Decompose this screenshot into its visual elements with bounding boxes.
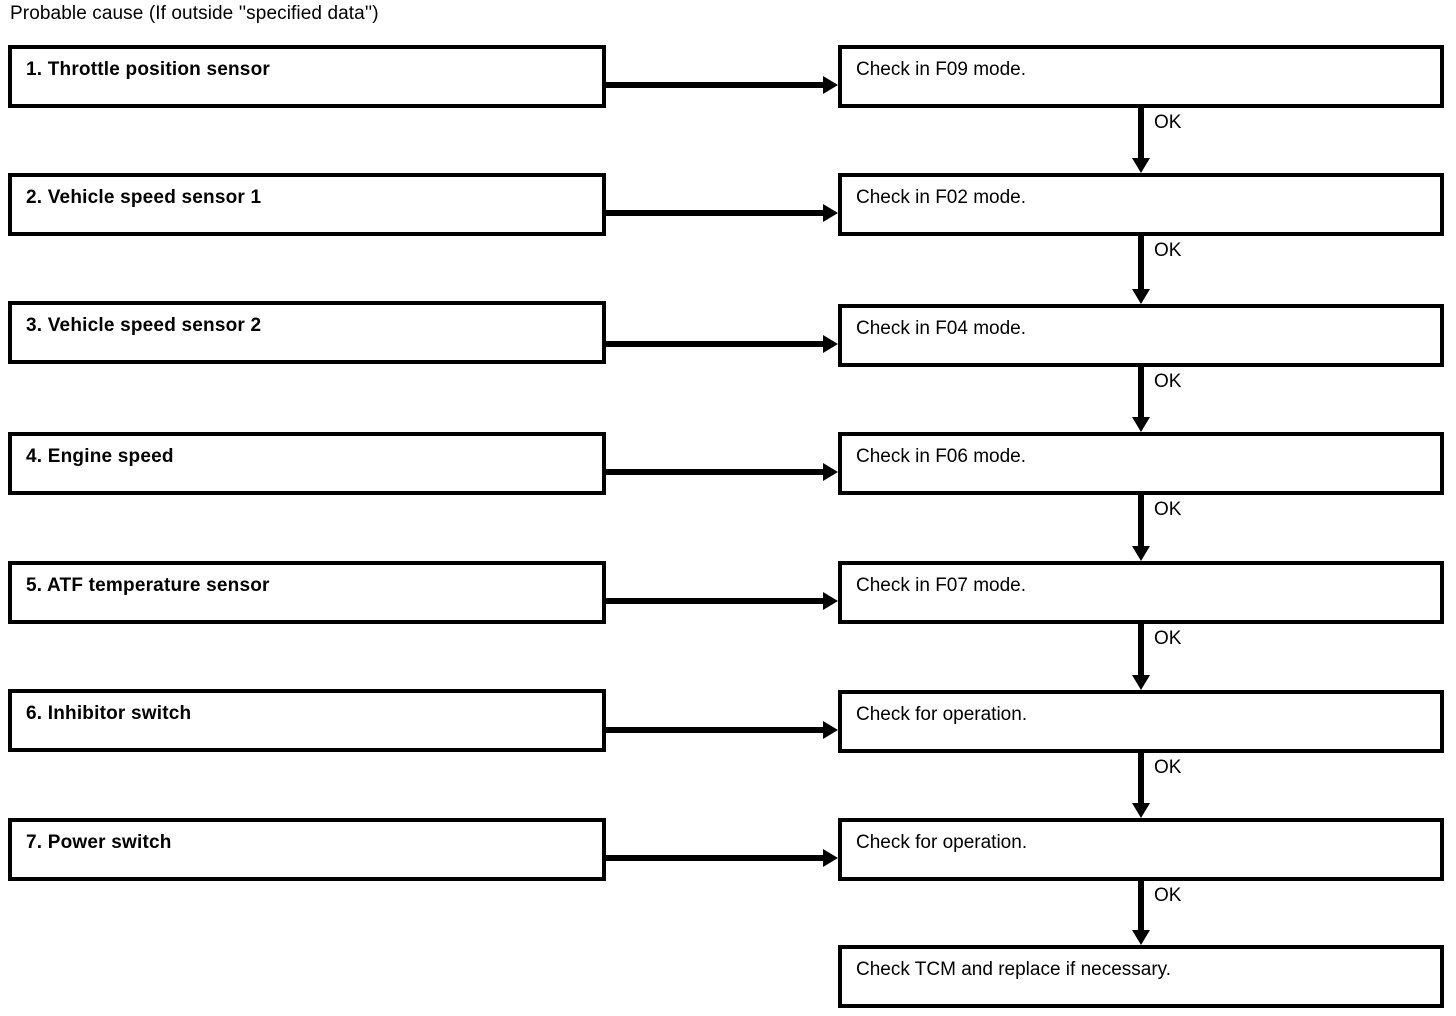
cause-box-4[interactable]: 4. Engine speed [8,432,606,495]
check-box-4[interactable]: Check in F06 mode. [838,432,1444,495]
connector-line [606,598,823,604]
cause-box-6[interactable]: 6. Inhibitor switch [8,689,606,752]
cause-label-4: 4. Engine speed [26,445,174,467]
edge-label-ok: OK [1154,757,1182,778]
cause-box-5[interactable]: 5. ATF temperature sensor [8,561,606,624]
check-label-2: Check in F02 mode. [856,186,1027,208]
arrowhead-right-icon [823,849,838,867]
cause-label-1: 1. Throttle position sensor [26,58,270,80]
check-box-6[interactable]: Check for operation. [838,690,1444,753]
connector-line [606,210,823,216]
check-box-7[interactable]: Check for operation. [838,818,1444,881]
check-box-1[interactable]: Check in F09 mode. [838,45,1444,108]
arrowhead-right-icon [823,204,838,222]
arrowhead-down-icon [1132,289,1150,304]
connector-line [1138,753,1144,803]
arrowhead-right-icon [823,592,838,610]
arrowhead-down-icon [1132,546,1150,561]
cause-label-2: 2. Vehicle speed sensor 1 [26,186,262,208]
arrowhead-down-icon [1132,675,1150,690]
arrowhead-right-icon [823,76,838,94]
arrowhead-right-icon [823,463,838,481]
edge-label-ok: OK [1154,885,1182,906]
connector-line [1138,881,1144,930]
connector-line [606,469,823,475]
check-label-8: Check TCM and replace if necessary. [856,958,1172,980]
arrowhead-right-icon [823,721,838,739]
edge-label-ok: OK [1154,112,1182,133]
connector-line [606,82,823,88]
check-label-5: Check in F07 mode. [856,574,1027,596]
cause-label-5: 5. ATF temperature sensor [26,574,270,596]
edge-label-ok: OK [1154,499,1182,520]
check-label-4: Check in F06 mode. [856,445,1027,467]
arrowhead-right-icon [823,335,838,353]
edge-label-ok: OK [1154,628,1182,649]
cause-label-6: 6. Inhibitor switch [26,702,192,724]
check-label-6: Check for operation. [856,703,1028,725]
arrowhead-down-icon [1132,803,1150,818]
check-label-1: Check in F09 mode. [856,58,1027,80]
check-box-8[interactable]: Check TCM and replace if necessary. [838,945,1444,1008]
arrowhead-down-icon [1132,158,1150,173]
connector-line [1138,367,1144,417]
connector-line [1138,624,1144,675]
arrowhead-down-icon [1132,930,1150,945]
check-label-3: Check in F04 mode. [856,317,1027,339]
connector-line [606,341,823,347]
cause-box-3[interactable]: 3. Vehicle speed sensor 2 [8,301,606,364]
edge-label-ok: OK [1154,240,1182,261]
connector-line [606,855,823,861]
check-label-7: Check for operation. [856,831,1028,853]
check-box-5[interactable]: Check in F07 mode. [838,561,1444,624]
cause-box-7[interactable]: 7. Power switch [8,818,606,881]
connector-line [606,727,823,733]
cause-box-2[interactable]: 2. Vehicle speed sensor 1 [8,173,606,236]
cause-box-1[interactable]: 1. Throttle position sensor [8,45,606,108]
cause-label-3: 3. Vehicle speed sensor 2 [26,314,262,336]
check-box-3[interactable]: Check in F04 mode. [838,304,1444,367]
cause-label-7: 7. Power switch [26,831,172,853]
connector-line [1138,108,1144,158]
check-box-2[interactable]: Check in F02 mode. [838,173,1444,236]
connector-line [1138,495,1144,546]
connector-line [1138,236,1144,289]
edge-label-ok: OK [1154,371,1182,392]
page-title: Probable cause (If outside ''specified d… [10,3,379,24]
arrowhead-down-icon [1132,417,1150,432]
